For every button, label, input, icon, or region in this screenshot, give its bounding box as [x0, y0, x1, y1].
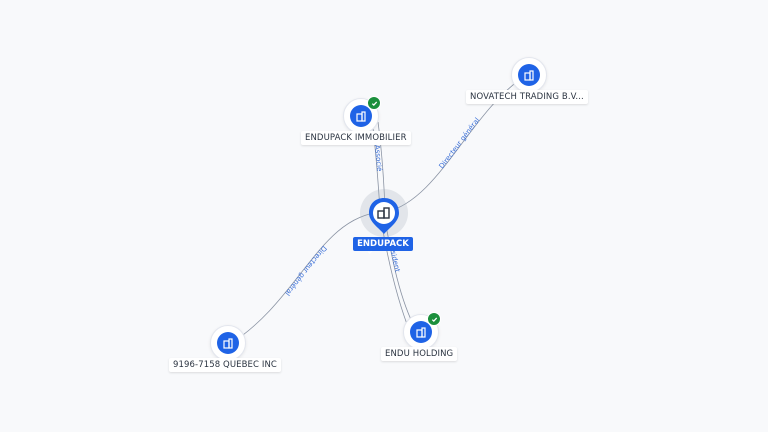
- node-endupack-main[interactable]: [367, 196, 401, 254]
- building-icon: [518, 64, 540, 86]
- label-quebec-inc: 9196-7158 QUEBEC INC: [169, 358, 281, 372]
- label-endupack-main: ENDUPACK: [353, 237, 413, 251]
- node-quebec-inc[interactable]: [210, 325, 246, 361]
- edge-label-novatech: Directeur général: [438, 116, 482, 170]
- map-pin-icon: [369, 198, 399, 234]
- building-icon: [217, 332, 239, 354]
- label-endupack-immobilier: ENDUPACK IMMOBILIER: [301, 131, 411, 145]
- building-icon: [410, 321, 432, 343]
- node-endu-holding[interactable]: [403, 312, 441, 350]
- edge-quebec: [229, 211, 384, 345]
- edge-label-immobilier: Associé: [373, 145, 383, 172]
- node-novatech-trading[interactable]: [511, 57, 547, 93]
- label-endu-holding: ENDU HOLDING: [381, 347, 458, 361]
- verified-check-icon: [367, 96, 381, 110]
- node-endupack-immobilier[interactable]: [343, 96, 381, 134]
- label-novatech-trading: NOVATECH TRADING B.V...: [466, 90, 588, 104]
- edge-label-quebec: Directeur général: [283, 244, 328, 297]
- verified-check-icon: [427, 312, 441, 326]
- building-icon: [350, 105, 372, 127]
